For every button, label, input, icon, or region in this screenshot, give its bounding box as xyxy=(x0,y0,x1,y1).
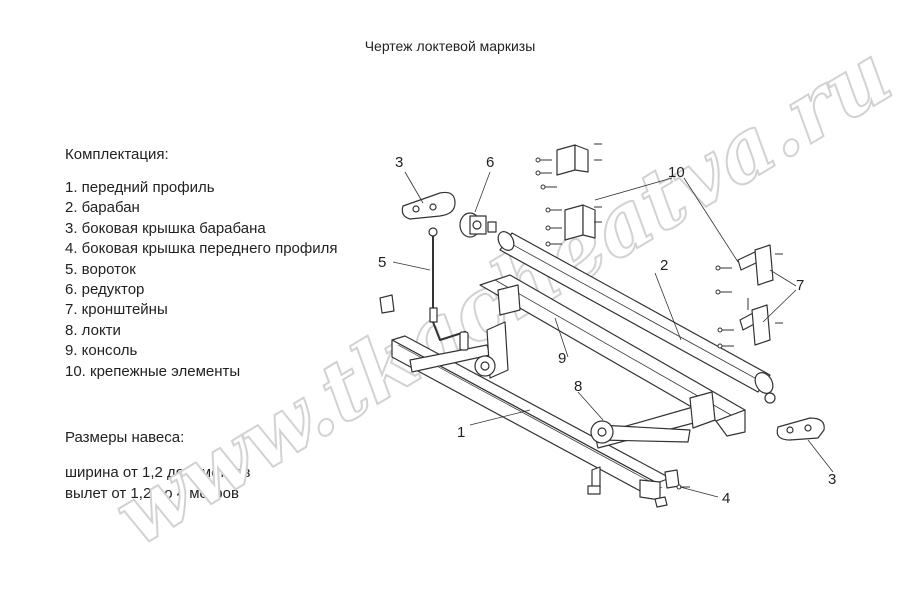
callout-2: 2 xyxy=(660,257,668,274)
kit-item: 5. вороток xyxy=(65,260,136,278)
drum-side-cover-right xyxy=(776,417,825,441)
bracket-top-2 xyxy=(564,204,596,241)
crank-handle xyxy=(428,227,469,351)
kit-item: 6. редуктор xyxy=(65,280,145,298)
kit-item: 7. кронштейны xyxy=(65,301,168,319)
size-line-projection: вылет от 1,2 до 4 метров xyxy=(65,485,239,502)
callout-7: 7 xyxy=(796,277,804,294)
fasteners xyxy=(535,143,783,490)
drum xyxy=(497,231,776,404)
bracket-right-1 xyxy=(737,244,774,286)
kit-item: 10. крепежные элементы xyxy=(65,362,241,380)
callout-5: 5 xyxy=(378,254,386,271)
kit-heading: Комплектация: xyxy=(65,146,169,163)
profile-side-cover xyxy=(379,294,680,508)
sizes-list: ширина от 1,2 до 7 метров вылет от 1,2 д… xyxy=(65,462,250,504)
kit-list: 1. передний профиль 2. барабан 3. бокова… xyxy=(65,178,338,382)
bracket-right-2 xyxy=(739,304,771,346)
callout-9: 9 xyxy=(558,350,566,367)
callout-4: 4 xyxy=(722,490,730,507)
kit-item: 9. консоль xyxy=(65,342,138,360)
callout-8: 8 xyxy=(574,378,582,395)
bracket-top-1 xyxy=(556,144,589,176)
kit-item: 3. боковая крышка барабана xyxy=(65,219,266,237)
kit-item: 4. боковая крышка переднего профиля xyxy=(65,240,338,258)
kit-item: 2. барабан xyxy=(65,199,140,217)
kit-item: 8. локти xyxy=(65,321,121,339)
size-line-width: ширина от 1,2 до 7 метров xyxy=(65,464,251,481)
callout-10: 10 xyxy=(668,164,685,181)
callout-6: 6 xyxy=(486,154,494,171)
drum-side-cover-left xyxy=(401,191,456,220)
elbow-arm-right xyxy=(590,391,716,449)
gearbox xyxy=(459,212,497,238)
callout-1: 1 xyxy=(457,424,465,441)
callout-3-right: 3 xyxy=(828,471,836,488)
elbow-arm-left xyxy=(409,284,521,379)
kit-item: 1. передний профиль xyxy=(65,179,215,196)
drawing-title: Чертеж локтевой маркизы xyxy=(364,38,536,54)
sizes-heading: Размеры навеса: xyxy=(65,429,185,446)
callout-3-left: 3 xyxy=(395,154,403,171)
console xyxy=(479,274,746,437)
leader-lines xyxy=(392,171,834,498)
support-foot xyxy=(587,466,601,495)
